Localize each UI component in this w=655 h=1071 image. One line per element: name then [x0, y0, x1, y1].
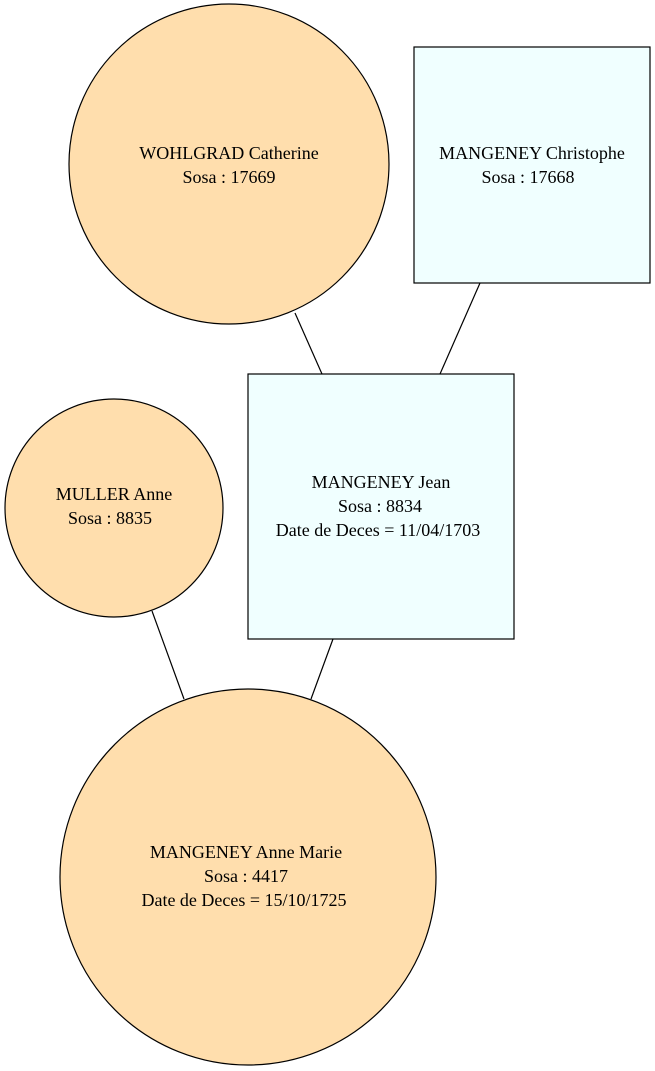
person-node-muller-anne[interactable]: MULLER Anne Sosa : 8835 — [4, 398, 224, 618]
male-box-shape — [247, 373, 515, 640]
person-name: MANGENEY Jean — [312, 472, 451, 492]
female-circle-shape — [4, 398, 224, 618]
person-sosa: Sosa : 17669 — [182, 167, 275, 187]
person-death-date: Date de Deces = 15/10/1725 — [141, 890, 346, 910]
person-name: WOHLGRAD Catherine — [139, 143, 318, 163]
person-node-wohlgrad-catherine[interactable]: WOHLGRAD Catherine Sosa : 17669 — [68, 3, 390, 325]
person-sosa: Sosa : 8834 — [338, 496, 422, 516]
edge-wohlgrad-to-jean — [294, 312, 323, 375]
person-sosa: Sosa : 17668 — [481, 167, 574, 187]
person-sosa: Sosa : 8835 — [68, 508, 152, 528]
person-node-mangeney-jean[interactable]: MANGENEY Jean Sosa : 8834 Date de Deces … — [247, 373, 515, 640]
person-node-mangeney-anne-marie[interactable]: MANGENEY Anne Marie Sosa : 4417 Date de … — [59, 688, 437, 1066]
female-circle-shape — [59, 688, 437, 1066]
person-death-date: Date de Deces = 11/04/1703 — [276, 520, 480, 540]
person-node-mangeney-christophe[interactable]: MANGENEY Christophe Sosa : 17668 — [413, 46, 651, 284]
edges — [151, 282, 481, 700]
person-name: MULLER Anne — [56, 484, 173, 504]
person-name: MANGENEY Anne Marie — [150, 842, 342, 862]
edge-muller-to-anne-marie — [151, 610, 185, 700]
female-circle-shape — [68, 3, 390, 325]
person-sosa: Sosa : 4417 — [204, 866, 288, 886]
person-name: MANGENEY Christophe — [439, 143, 625, 163]
edge-jean-to-anne-marie — [310, 638, 334, 700]
male-box-shape — [413, 46, 651, 284]
edge-christophe-to-jean — [439, 282, 481, 375]
